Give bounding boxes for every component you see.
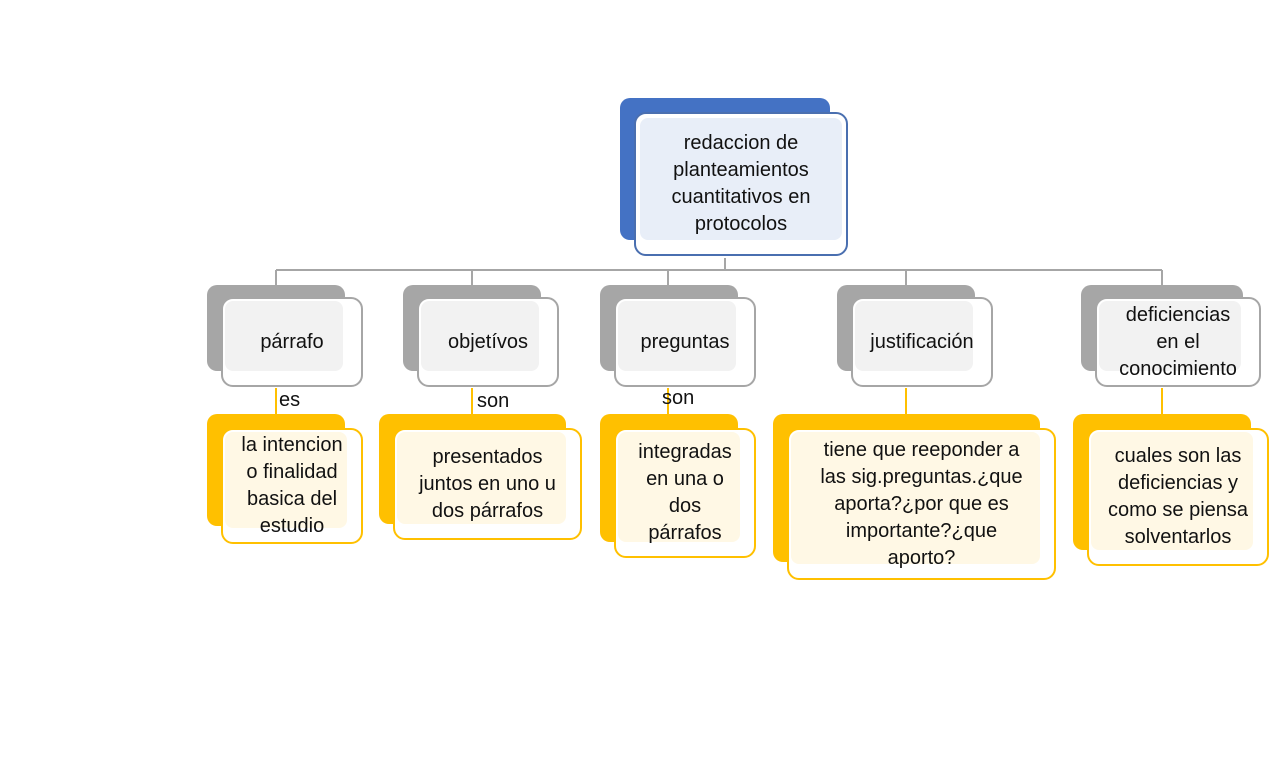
category-node-justificacion: justificación [837, 285, 995, 389]
link-label-son-objetivos: son [477, 390, 510, 412]
description-node-text: presentados juntos en uno u dos párrafos [419, 445, 556, 522]
root-node: redaccion de planteamientos cuantitativo… [620, 98, 850, 258]
category-node-text: deficiencias en el conocimiento [1119, 303, 1237, 380]
description-node-text: tiene que reeponder a las sig.preguntas.… [820, 438, 1023, 569]
description-node-box: cuales son las deficiencias y como se pi… [1087, 428, 1269, 566]
description-node-box: tiene que reeponder a las sig.preguntas.… [787, 428, 1056, 580]
category-node-text: párrafo [260, 330, 324, 353]
description-node-box: la intencion o finalidad basica del estu… [221, 428, 363, 544]
category-node-text: objetívos [447, 330, 529, 353]
link-label-son-preguntas: son [662, 387, 695, 409]
root-node-box: redaccion de planteamientos cuantitativo… [634, 112, 848, 256]
category-node-objetivos: objetívos [403, 285, 561, 389]
description-node-parrafo: la intencion o finalidad basica del estu… [207, 414, 365, 546]
description-node-box: presentados juntos en uno u dos párrafos [393, 428, 582, 540]
description-node-deficiencias: cuales son las deficiencias y como se pi… [1073, 414, 1271, 568]
category-node-box: justificación [851, 297, 993, 387]
description-node-objetivos: presentados juntos en uno u dos párrafos [379, 414, 584, 542]
category-node-box: preguntas [614, 297, 756, 387]
category-node-box: objetívos [417, 297, 559, 387]
category-node-text: justificación [870, 330, 974, 353]
category-node-text: preguntas [640, 330, 730, 353]
category-node-parrafo: párrafo [207, 285, 365, 389]
description-node-text: la intencion o finalidad basica del estu… [241, 434, 343, 537]
link-label-es: es [279, 389, 301, 411]
category-node-box: párrafo [221, 297, 363, 387]
description-node-text: cuales son las deficiencias y como se pi… [1107, 445, 1249, 548]
category-node-preguntas: preguntas [600, 285, 758, 389]
description-node-justificacion: tiene que reeponder a las sig.preguntas.… [773, 414, 1058, 582]
description-node-preguntas: integradas en una o dos párrafos [600, 414, 758, 560]
root-node-text: redaccion de planteamientos cuantitativo… [671, 132, 811, 235]
category-node-box: deficiencias en el conocimiento [1095, 297, 1261, 387]
category-node-deficiencias: deficiencias en el conocimiento [1081, 285, 1263, 389]
description-node-text: integradas en una o dos párrafos [638, 441, 732, 544]
description-node-box: integradas en una o dos párrafos [614, 428, 756, 558]
